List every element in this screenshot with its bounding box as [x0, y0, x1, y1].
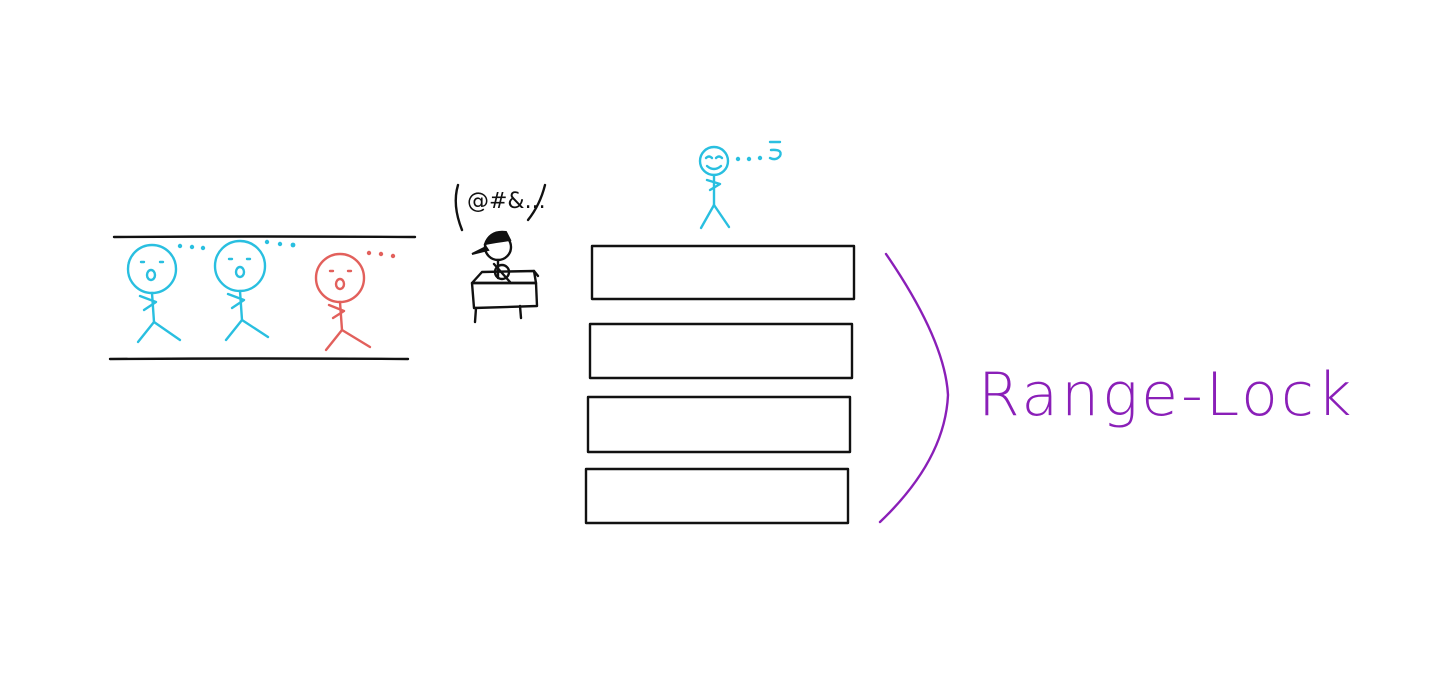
thinking-dot — [366, 250, 372, 256]
stack-block-2 — [588, 322, 854, 380]
range-lock-label: Range-Lock — [978, 360, 1355, 430]
queue-bottom-rail — [108, 357, 410, 361]
range-lock-bracket — [878, 252, 950, 524]
block-stack — [584, 244, 856, 525]
stack-block-3 — [586, 395, 852, 454]
waiting-person-2 — [213, 239, 296, 342]
talking-dot — [757, 155, 763, 161]
queue-top-rail — [112, 235, 417, 239]
stack-block-1 — [590, 244, 856, 301]
talking-dot — [735, 156, 741, 162]
talking-dot — [746, 156, 752, 162]
thinking-dot — [200, 245, 206, 251]
talking-glyph — [768, 140, 782, 161]
waiting-person-1 — [126, 243, 206, 344]
thinking-dot — [290, 242, 296, 248]
queue-corridor — [108, 235, 417, 361]
gatekeeper-speech: @#&... — [467, 189, 546, 214]
thinking-dot — [177, 243, 183, 249]
range-lock-annotation: Range-Lock — [878, 252, 1355, 524]
speech-bracket-left — [454, 183, 464, 232]
happy-person-on-stack — [698, 140, 782, 230]
speech-bracket-right — [526, 183, 547, 222]
blocked-person — [314, 250, 396, 352]
thinking-dot — [378, 251, 384, 257]
thinking-dot — [390, 253, 396, 259]
thinking-dot — [264, 239, 270, 245]
thinking-dot — [277, 241, 283, 247]
stack-block-4 — [584, 467, 850, 525]
thinking-dot — [189, 244, 195, 250]
gatekeeper-at-desk: @#&... — [454, 183, 547, 324]
